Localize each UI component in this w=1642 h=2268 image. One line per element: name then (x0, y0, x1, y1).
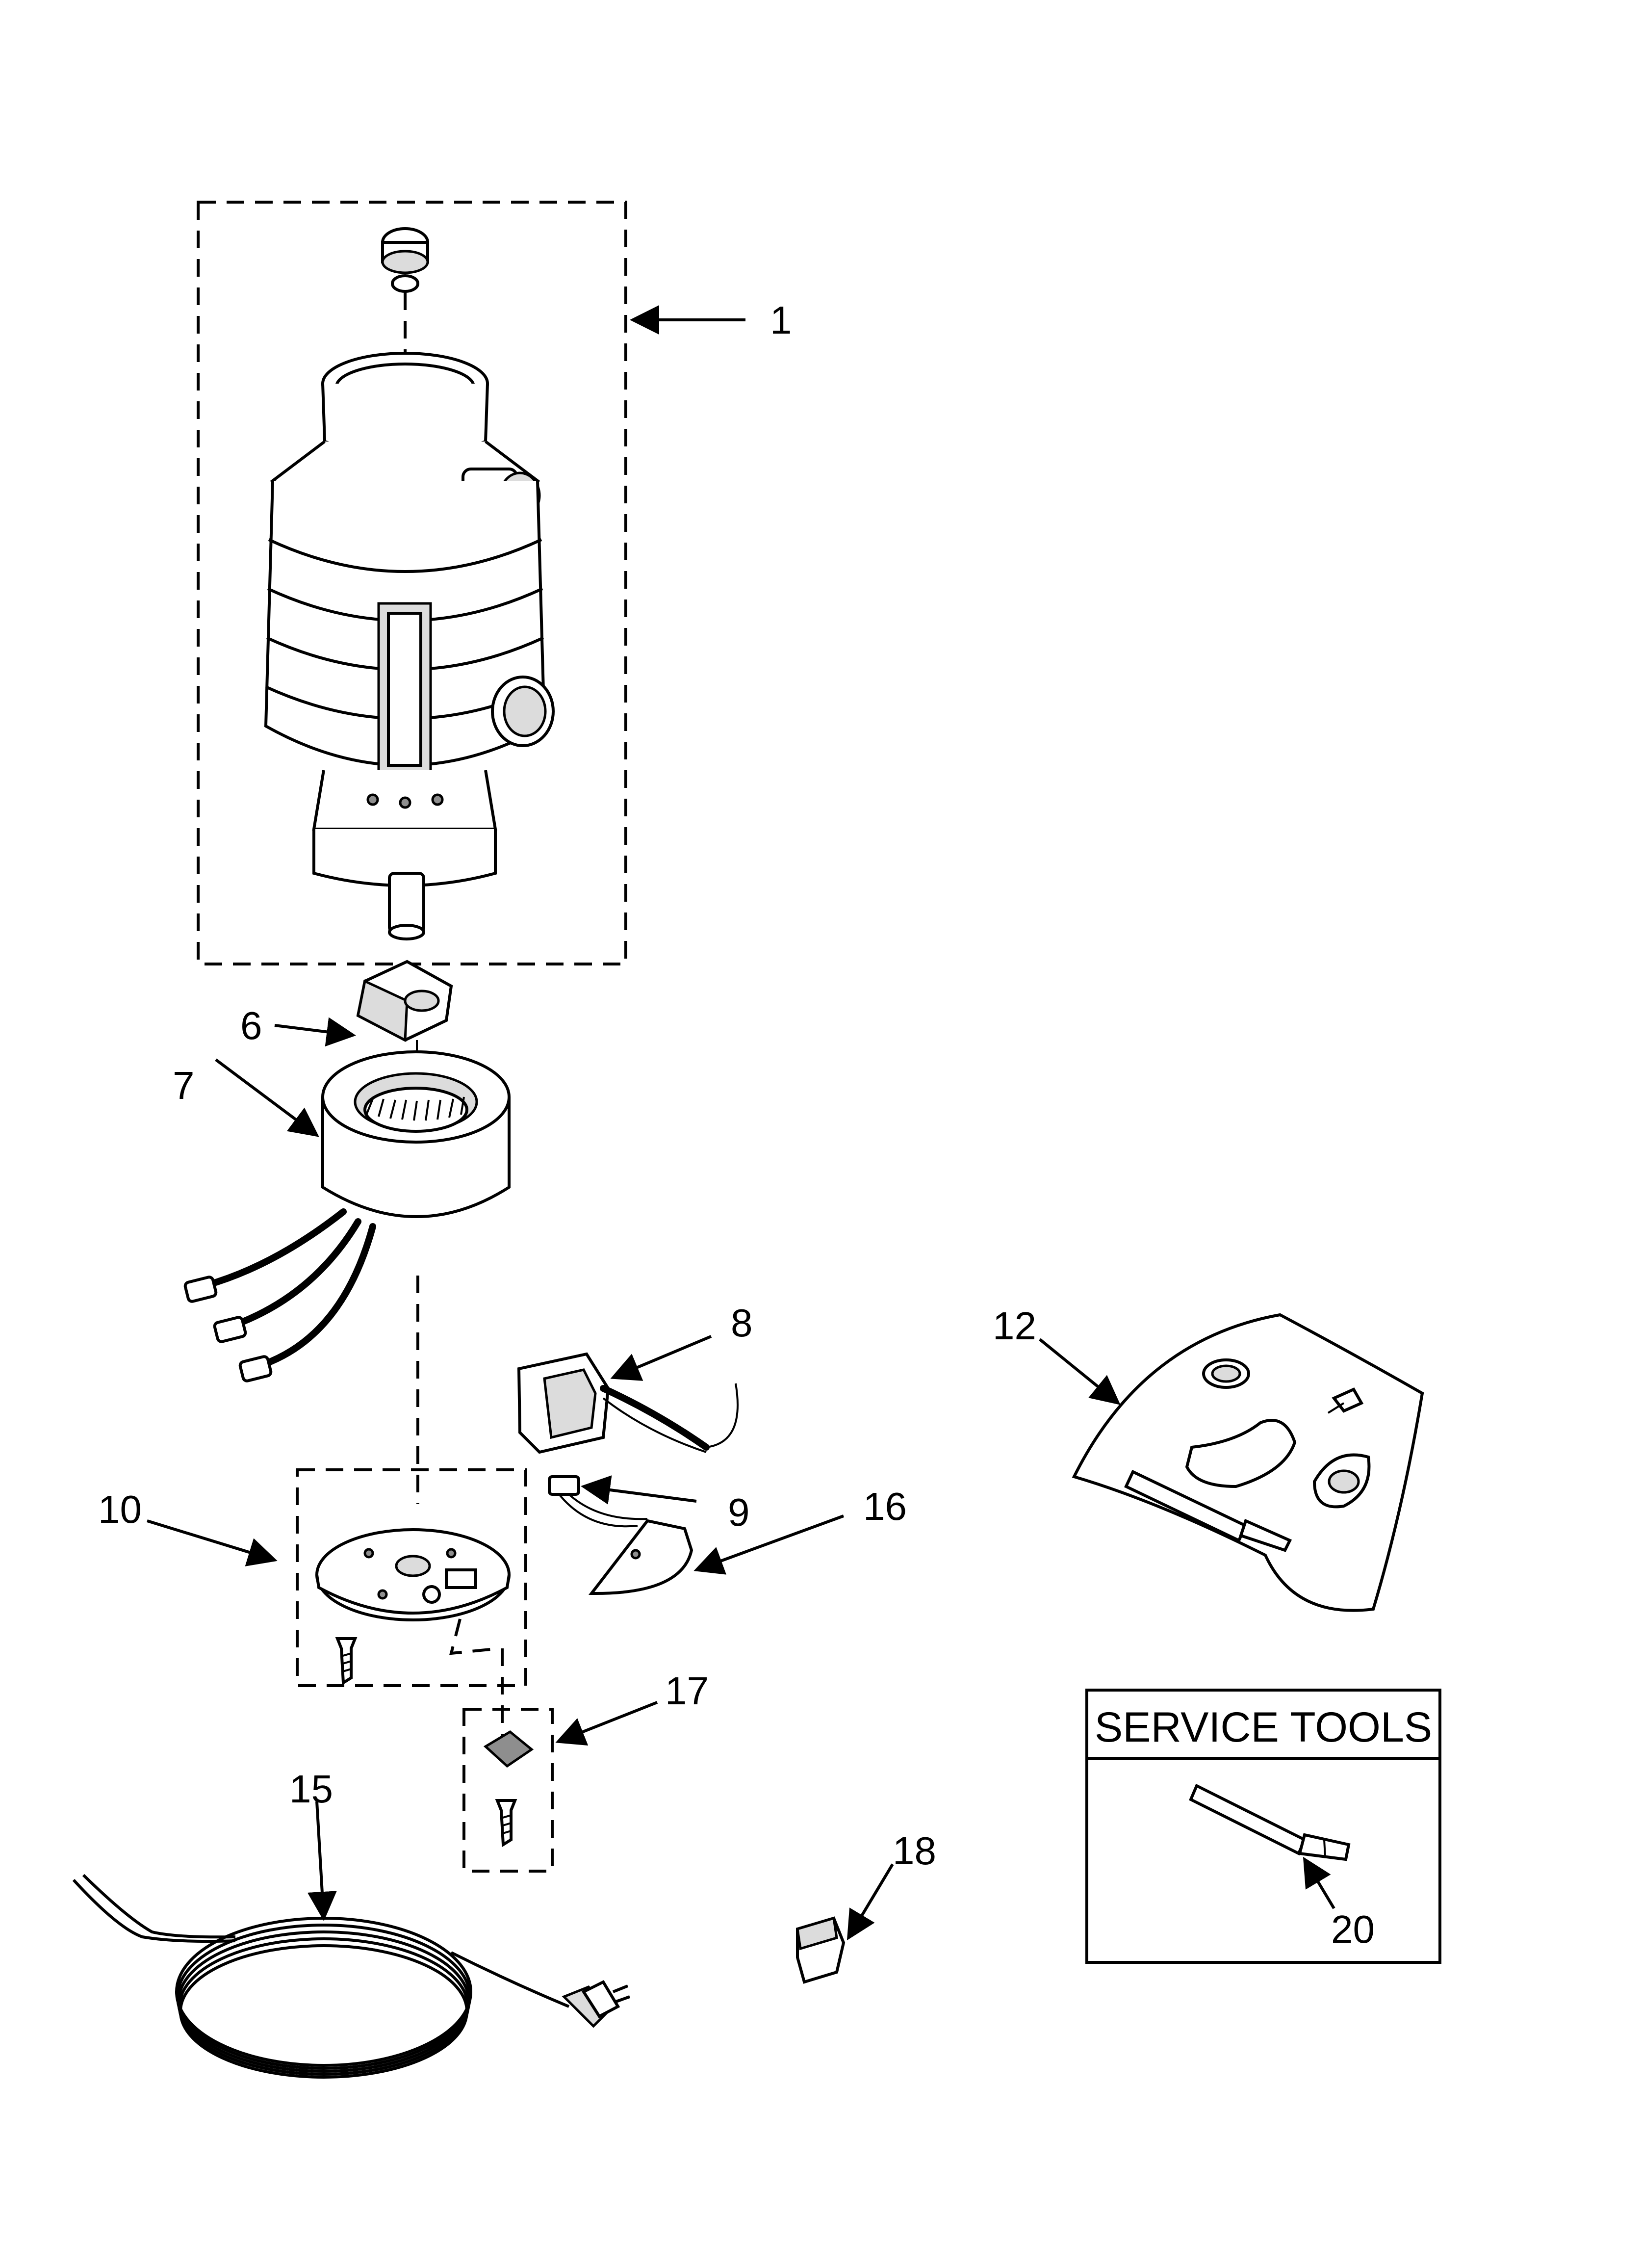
part-6-bracket (356, 960, 453, 1043)
callout-10: 10 (98, 1487, 142, 1531)
part-20-wrench (1189, 1783, 1351, 1861)
callout-7: 7 (173, 1064, 195, 1107)
part-15-power-cord (72, 1874, 631, 2079)
callout-12: 12 (993, 1304, 1036, 1348)
part-8-switch-assembly (517, 1352, 739, 1454)
callout-1: 1 (770, 298, 792, 342)
part-9-wire-connector (548, 1475, 648, 1528)
callout-9: 9 (728, 1490, 750, 1534)
callout-20: 20 (1331, 1907, 1375, 1951)
callout-15: 15 (289, 1767, 333, 1811)
part-18-clip (796, 1916, 846, 1984)
part-10-base-plate (296, 1468, 527, 1687)
part-7-stator (183, 1050, 511, 1382)
callout-8: 8 (731, 1301, 753, 1345)
part-1-housing-assembly (197, 201, 627, 965)
callout-16: 16 (863, 1485, 907, 1528)
part-17-pad-and-screw (462, 1708, 554, 1873)
callout-18: 18 (893, 1829, 936, 1873)
part-16-baffle (588, 1519, 693, 1595)
service-tools-box: SERVICE TOOLS 20 (1085, 1689, 1441, 1964)
part-12-parts-bag (1072, 1313, 1424, 1612)
service-tools-title: SERVICE TOOLS (1095, 1704, 1432, 1751)
callout-17: 17 (665, 1669, 709, 1713)
callout-6: 6 (240, 1004, 262, 1047)
